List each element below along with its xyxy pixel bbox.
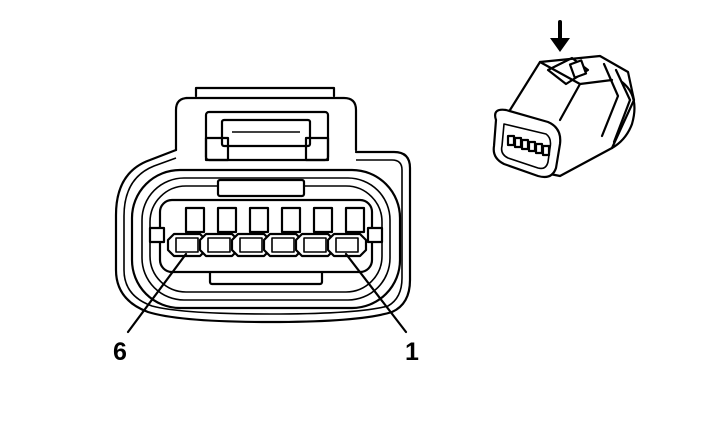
iso-latch [546, 56, 590, 86]
mating-frame-outer [130, 168, 402, 310]
pin-4 [230, 232, 272, 258]
mating-frame-mid [141, 177, 391, 301]
pin-row [166, 232, 368, 258]
iso-rear-cap [610, 80, 636, 150]
leader-line-pin-6 [126, 252, 188, 334]
latch-body [204, 110, 330, 162]
iso-pin-1 [506, 134, 516, 147]
terminal-slots [184, 206, 366, 234]
slot-1 [344, 206, 366, 234]
iso-pin-3 [520, 138, 530, 151]
slot-5 [216, 206, 238, 234]
latch-window [220, 118, 312, 148]
side-notch-left [148, 226, 166, 244]
iso-rear-rib-2 [612, 68, 632, 144]
pin-2 [294, 232, 336, 258]
leader-line-pin-1 [344, 252, 408, 334]
pin-6-inner [175, 237, 199, 253]
outer-shell [114, 148, 412, 324]
connector-isometric-view [492, 20, 636, 179]
side-notch-right [366, 226, 384, 244]
pin-3-inner [271, 237, 295, 253]
slot-6 [184, 206, 206, 234]
latch-housing [194, 86, 336, 98]
iso-pin-2 [513, 136, 523, 149]
iso-top-face [538, 60, 614, 122]
pin-6 [166, 232, 208, 258]
iso-pin-row [506, 134, 551, 157]
slot-3 [280, 206, 302, 234]
pin-label-1: 1 [405, 338, 419, 366]
latch-tab-left [204, 136, 230, 162]
pin-2-inner [303, 237, 327, 253]
iso-pin-4 [527, 140, 537, 153]
pin-label-6: 6 [113, 338, 127, 366]
pin-5 [198, 232, 240, 258]
latch-outer [174, 96, 358, 152]
iso-pin-5 [534, 142, 544, 155]
pin-4-inner [239, 237, 263, 253]
insertion-arrow-head [550, 38, 570, 52]
pin-1-inner [335, 237, 359, 253]
iso-latch-tab [568, 59, 588, 79]
pin-5-inner [207, 237, 231, 253]
latch-tab-right [304, 136, 330, 162]
iso-rear-rib-1 [600, 62, 620, 138]
slot-2 [312, 206, 334, 234]
outer-shell-inner [123, 157, 403, 315]
iso-pin-6 [541, 144, 551, 157]
pin-3 [262, 232, 304, 258]
connector-front-view [114, 86, 412, 334]
pin-1 [326, 232, 368, 258]
key-slot-top [216, 178, 306, 198]
iso-face-inner [500, 123, 552, 170]
slot-4 [248, 206, 270, 234]
